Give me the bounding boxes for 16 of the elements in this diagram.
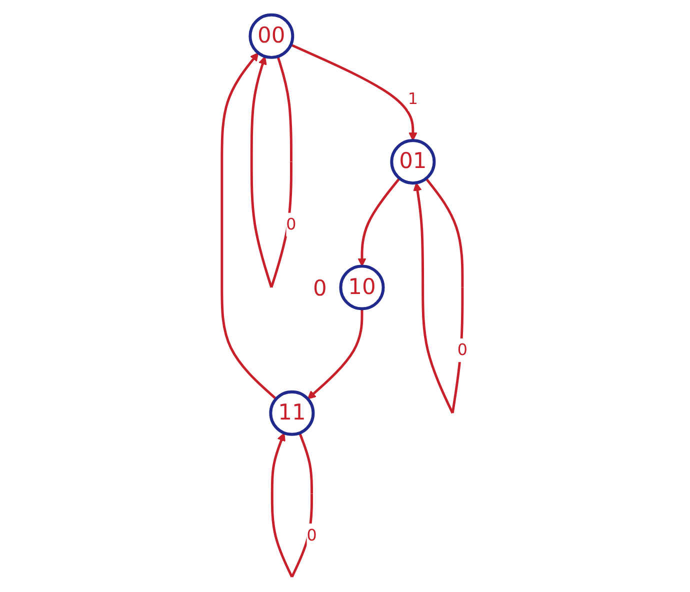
arrow	[308, 308, 364, 400]
arrow	[358, 178, 401, 267]
state-circle: 10	[340, 264, 386, 310]
arrow	[290, 44, 418, 141]
state-circle: 00	[248, 13, 294, 59]
state-circle: 11	[269, 390, 315, 436]
state-circle: 01	[390, 139, 436, 185]
arrow	[250, 56, 293, 288]
state-output-label: 0	[313, 276, 328, 302]
arrow	[413, 178, 464, 414]
arrow	[220, 52, 278, 400]
edge-label: 0	[307, 525, 318, 544]
arrow	[271, 432, 314, 578]
edge-label: 0	[458, 340, 468, 360]
edge-label: 1	[408, 89, 418, 108]
edge-label: 0	[286, 214, 297, 234]
